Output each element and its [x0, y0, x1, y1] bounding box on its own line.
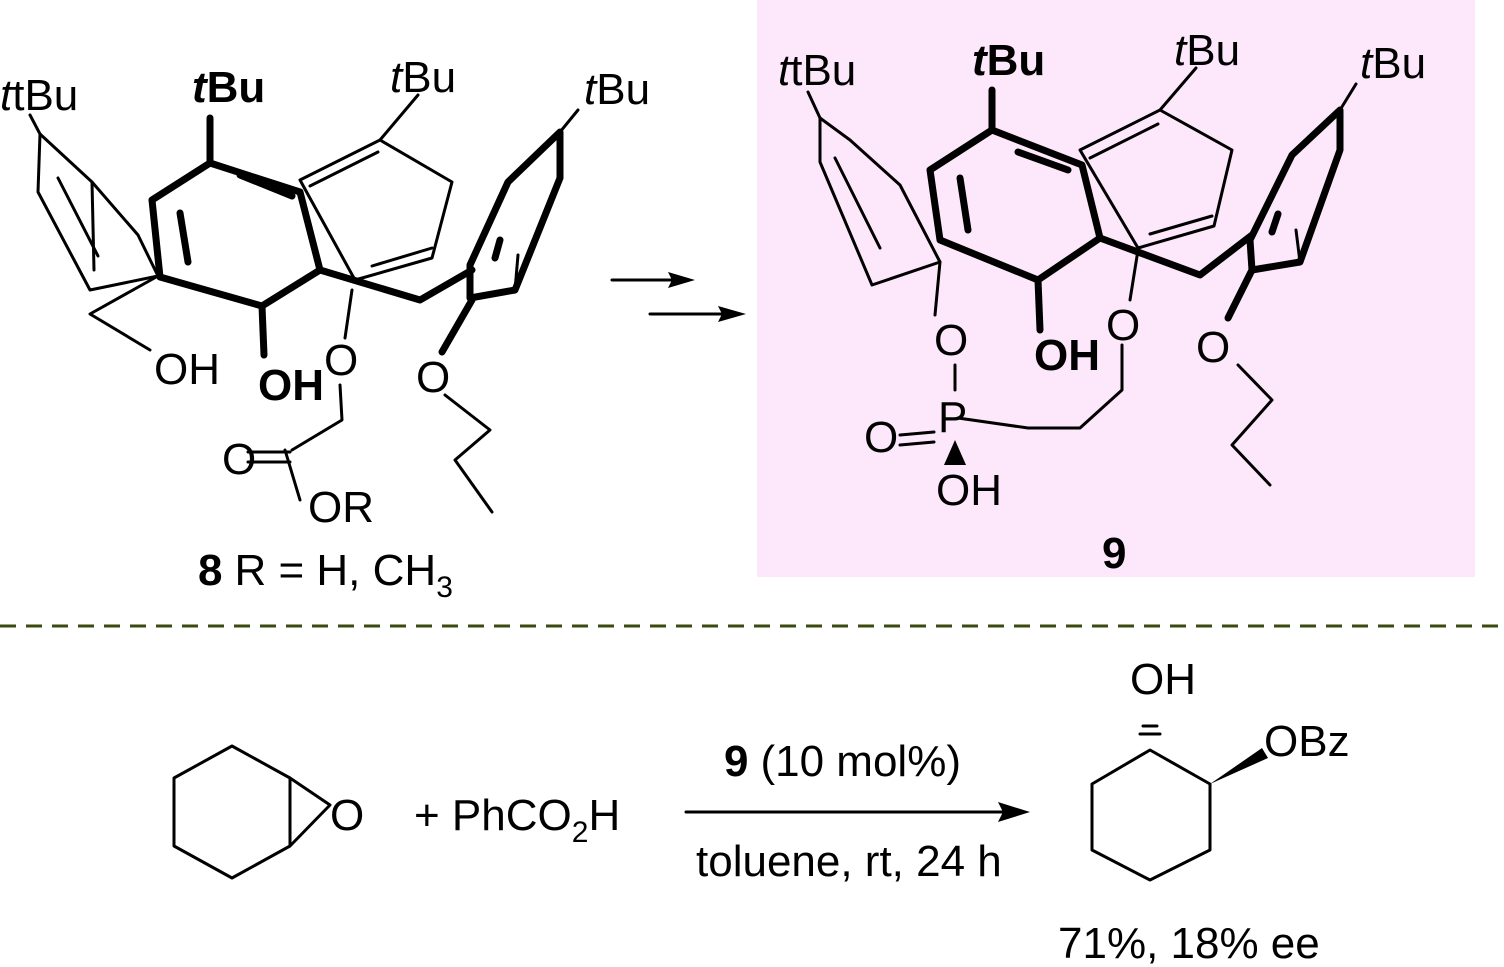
- c9-tbu-1: ttBu: [778, 46, 856, 95]
- c8-tbu-1: ttBu: [0, 71, 78, 120]
- c8-tbu-2: tBu: [192, 63, 265, 112]
- c8-hydroxyl-1: OH: [154, 345, 220, 394]
- product-structure: [1090, 724, 1268, 882]
- epoxide-structure: [172, 744, 332, 880]
- c8-hydroxyl-2: OH: [258, 361, 324, 410]
- reaction-arrow: [684, 802, 1030, 822]
- c9-o-phosphonate: O: [934, 316, 968, 365]
- c8-carbonyl-o: O: [222, 435, 256, 484]
- c9-tbu-4: tBu: [1360, 39, 1426, 88]
- c9-tbu-2: tBu: [972, 36, 1045, 85]
- c9-hydroxyl: OH: [1034, 331, 1100, 380]
- c9-ether-o-1: O: [1106, 301, 1140, 350]
- epoxide-o: O: [330, 791, 364, 840]
- multistep-arrows: [610, 272, 746, 322]
- c8-ester-or: OR: [308, 483, 374, 532]
- c9-phosphorus: P: [938, 393, 967, 442]
- catalyst-label: 9(10 mol%): [724, 737, 961, 786]
- compound-9-structure: [806, 66, 1358, 487]
- c9-p-hydroxyl: OH: [936, 466, 1002, 515]
- yield-result: 71%, 18% ee: [1058, 919, 1320, 967]
- c9-phosphoryl-o: O: [864, 413, 898, 462]
- c8-tbu-4: tBu: [584, 65, 650, 114]
- c9-caption: 9: [1102, 529, 1126, 578]
- highlight-box: [757, 0, 1475, 577]
- compound-8-structure: [28, 93, 580, 514]
- c8-ether-o-2: O: [416, 353, 450, 402]
- c8-ether-o-1: O: [324, 336, 358, 385]
- c9-tbu-3: tBu: [1174, 26, 1240, 75]
- conditions-label: toluene, rt, 24 h: [696, 837, 1002, 886]
- product-oh: OH: [1130, 655, 1196, 704]
- c8-tbu-3: tBu: [390, 53, 456, 102]
- benzoic-acid-reagent: + PhCO2H: [414, 791, 620, 849]
- product-obz: OBz: [1264, 717, 1350, 766]
- c9-ether-o-2: O: [1196, 323, 1230, 372]
